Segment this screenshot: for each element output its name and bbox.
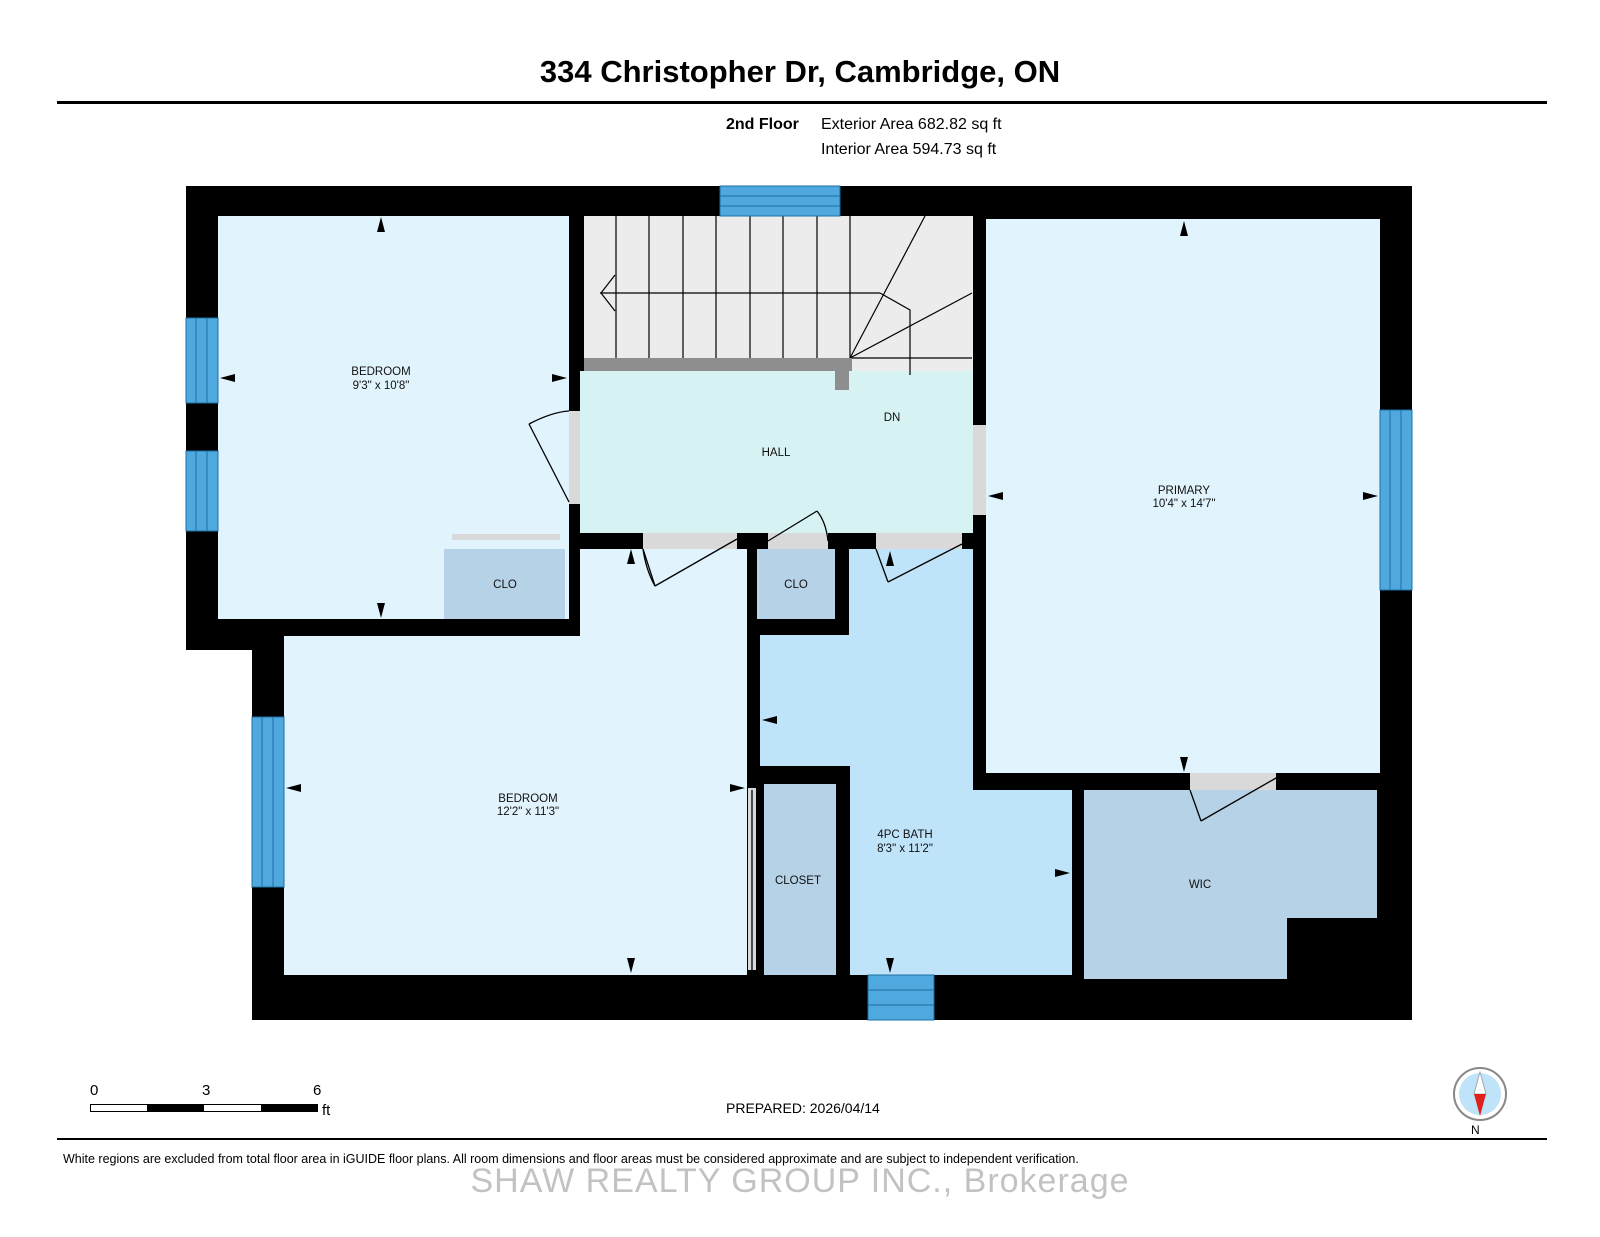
windows: [185, 185, 1413, 1021]
hall-name: HALL: [762, 447, 791, 459]
bedroom-1-dims: 9'3" x 10'8": [353, 380, 410, 392]
room-closet: [764, 784, 836, 975]
door-swings: [528, 410, 1277, 970]
room-clo-1: [444, 549, 565, 619]
scale-bar: 0 3 6 ft: [80, 1082, 380, 1122]
room-bedroom-2-upper: [580, 549, 747, 639]
room-bedroom-2: [284, 636, 747, 975]
primary-dims: 10'4" x 14'7": [1152, 498, 1215, 510]
exterior-area: Exterior Area 682.82 sq ft: [821, 116, 1002, 133]
room-wic: [1084, 790, 1377, 979]
page-title: 334 Christopher Dr, Cambridge, ON: [539, 54, 1061, 89]
disclaimer-text: White regions are excluded from total fl…: [63, 1152, 1079, 1166]
stair-landing-edge: [584, 358, 852, 371]
compass-label: N: [1471, 1123, 1480, 1137]
scale-tick-6: 6: [313, 1082, 322, 1099]
closet-name: CLOSET: [775, 875, 821, 887]
stairs-dn-label: DN: [884, 412, 901, 424]
compass-icon: [1453, 1067, 1507, 1121]
scale-tick-0: 0: [90, 1082, 99, 1099]
room-clo-2: [757, 549, 835, 619]
primary-name: PRIMARY: [1158, 485, 1211, 497]
clo-2-name: CLO: [784, 579, 808, 591]
floor-label: 2nd Floor: [726, 116, 799, 133]
dimension-arrows: [220, 217, 1378, 973]
interior-area: Interior Area 594.73 sq ft: [821, 141, 997, 158]
bath-dims: 8'3" x 11'2": [877, 843, 933, 855]
clo-1-name: CLO: [493, 579, 517, 591]
bedroom-2-dims: 12'2" x 11'3": [497, 806, 559, 818]
bedroom-2-name: BEDROOM: [498, 793, 557, 805]
wic-name: WIC: [1189, 879, 1211, 891]
scale-tick-3: 3: [202, 1082, 211, 1099]
prepared-date: PREPARED: 2026/04/14: [726, 1100, 880, 1116]
room-primary: [986, 219, 1380, 773]
room-hall: [580, 371, 973, 533]
brokerage-watermark: SHAW REALTY GROUP INC., Brokerage: [470, 1162, 1130, 1200]
footer-divider: [57, 1138, 1547, 1140]
bedroom-1-name: BEDROOM: [351, 366, 410, 378]
scale-bar-frame: [90, 1104, 318, 1112]
room-bath: [760, 549, 1072, 975]
scale-unit: ft: [322, 1102, 331, 1119]
stair-landing-notch: [835, 358, 849, 390]
header-divider: [57, 101, 1547, 104]
bath-name: 4PC BATH: [877, 829, 932, 841]
window-mullions: [195, 195, 1402, 1006]
stair-treads: [600, 215, 973, 375]
